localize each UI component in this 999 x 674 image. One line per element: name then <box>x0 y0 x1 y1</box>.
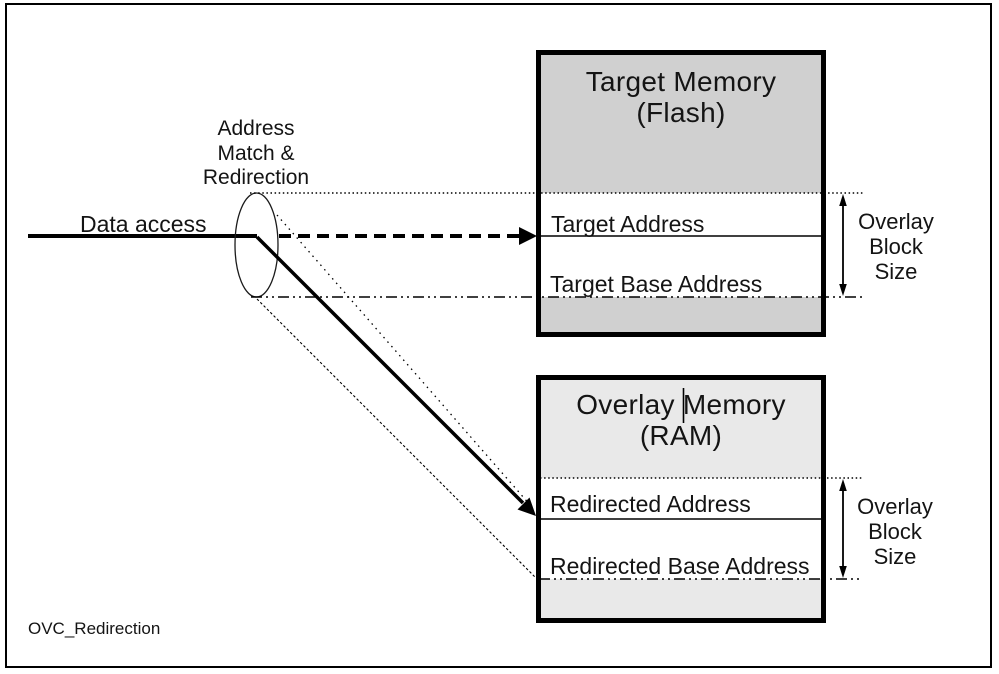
target-base-address-label: Target Base Address <box>550 271 763 297</box>
overlay-block-size-line3: Size <box>873 544 917 569</box>
target-block-size-label: Overlay Block Size <box>843 209 949 284</box>
target-overlay-block-band <box>541 193 821 297</box>
overlay-block-size-label: Overlay Block Size <box>842 494 948 569</box>
target-address-label: Target Address <box>551 211 705 237</box>
target-memory-title: Target Memory (Flash) <box>536 66 826 128</box>
address-match-label-line3: Redirection <box>202 166 310 189</box>
overlay-memory-title: Overlay Memory (RAM) <box>536 389 826 451</box>
target-block-size-line1: Overlay <box>858 209 934 234</box>
target-memory-title-line1: Target Memory <box>585 66 777 97</box>
target-block-size-line2: Block <box>869 234 923 259</box>
target-memory-title-line2: (Flash) <box>636 97 726 128</box>
address-match-label: Address Match & Redirection <box>156 117 356 191</box>
overlay-block-size-line1: Overlay <box>857 494 933 519</box>
address-match-label-line1: Address <box>217 117 295 140</box>
figure-caption: OVC_Redirection <box>28 619 161 638</box>
redirected-address-label: Redirected Address <box>550 491 751 517</box>
overlay-memory-title-line2: (RAM) <box>639 420 723 451</box>
data-access-label: Data access <box>80 211 207 237</box>
address-match-label-line2: Match & <box>217 141 295 165</box>
overlay-memory-title-line1: Overlay Memory <box>576 389 786 420</box>
redirected-base-address-label: Redirected Base Address <box>550 553 810 579</box>
overlay-overlay-block-band <box>541 478 821 579</box>
figure-border <box>5 3 992 668</box>
target-block-size-line3: Size <box>874 259 918 284</box>
overlay-block-size-line2: Block <box>868 519 922 544</box>
